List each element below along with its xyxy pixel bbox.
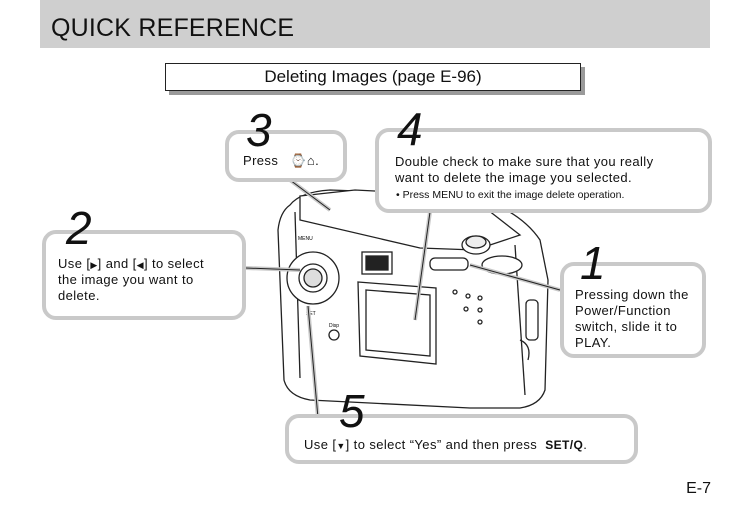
section-title-box: Deleting Images (page E-96) [165, 63, 581, 91]
step-4-number: 4 [397, 103, 423, 155]
step-5-number: 5 [339, 385, 365, 437]
set-key-label: SET/Q [545, 438, 584, 452]
step-3-text: Press ⌚⌂. [243, 153, 319, 169]
page-header-title: QUICK REFERENCE [51, 14, 295, 42]
right-arrow-icon: ▶ [90, 260, 98, 270]
callout-step-4 [375, 128, 712, 213]
page-number: E-7 [686, 480, 711, 497]
step-3-press: Press [243, 153, 279, 168]
step-2-line-3: delete. [58, 288, 100, 303]
step-4-line-2: want to delete the image you selected. [395, 170, 633, 185]
down-arrow-icon: ▼ [336, 441, 346, 451]
step-2-text-mid: ] and [ [97, 256, 137, 271]
step-2-text-post: ] to select [143, 256, 204, 271]
step-5-text-pre: Use [ [304, 437, 337, 452]
callout-step-5 [285, 414, 638, 464]
step-5-text-mid: ] to select “Yes” and then press [345, 437, 538, 452]
callout-step-3 [225, 130, 347, 182]
disp-label: Disp [329, 323, 339, 329]
timer-trash-icon: ⌚⌂ [290, 153, 316, 168]
left-arrow-icon: ◀ [136, 260, 144, 270]
section-title: Deleting Images (page E-96) [264, 67, 482, 86]
step-3-number: 3 [246, 104, 272, 156]
step-4-bullet: • Press MENU to exit the image delete op… [396, 189, 625, 201]
step-1-line-1: Pressing down the [575, 287, 689, 302]
step-1-number: 1 [580, 237, 606, 289]
step-2-line-1: Use [▶] and [◀] to select [58, 256, 204, 273]
step-3-period: . [315, 153, 320, 168]
set-label: SET [306, 311, 316, 317]
step-1-line-4: PLAY. [575, 335, 612, 350]
step-1-line-2: Power/Function [575, 303, 671, 318]
step-5-period: . [583, 437, 588, 452]
callout-step-1 [560, 262, 706, 358]
menu-label: MENU [298, 236, 313, 242]
step-2-text-pre: Use [ [58, 256, 91, 271]
step-5-text: Use [▼] to select “Yes” and then press S… [304, 437, 587, 454]
step-1-line-3: switch, slide it to [575, 319, 678, 334]
callout-step-2 [42, 230, 246, 320]
step-4-line-1: Double check to make sure that you reall… [395, 154, 654, 169]
header-bar: QUICK REFERENCE [40, 0, 710, 48]
step-2-line-2: the image you want to [58, 272, 194, 287]
step-2-number: 2 [66, 202, 92, 254]
